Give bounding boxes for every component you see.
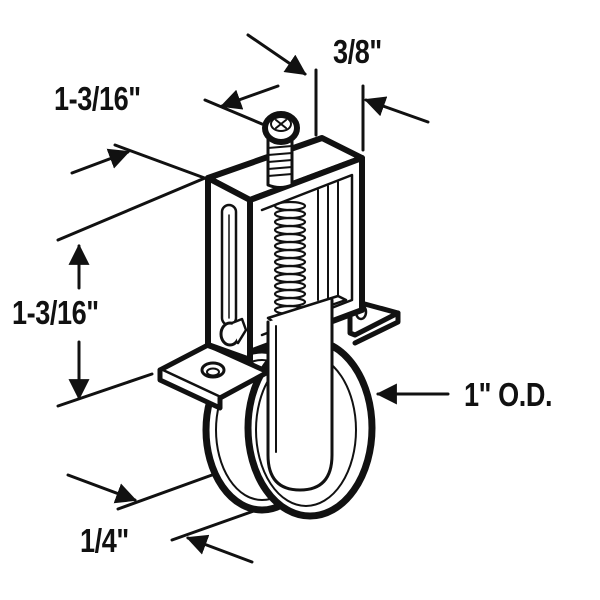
wheel-carrier <box>266 294 348 492</box>
dimension-height <box>56 176 207 408</box>
dimension-wheel-width <box>66 473 267 564</box>
mounting-flange-left <box>157 342 271 411</box>
label-depth: 3/8" <box>333 33 382 70</box>
dimension-top-width <box>70 33 307 182</box>
compression-spring <box>273 200 307 316</box>
label-top-width: 1-3/16" <box>54 80 141 117</box>
adjustment-screw <box>262 111 300 189</box>
label-wheel-diameter: 1" O.D. <box>464 376 553 413</box>
label-wheel-width: 1/4" <box>80 522 129 559</box>
dimension-depth <box>314 68 430 152</box>
label-height: 1-3/16" <box>12 294 99 331</box>
axle-pin <box>219 317 248 347</box>
